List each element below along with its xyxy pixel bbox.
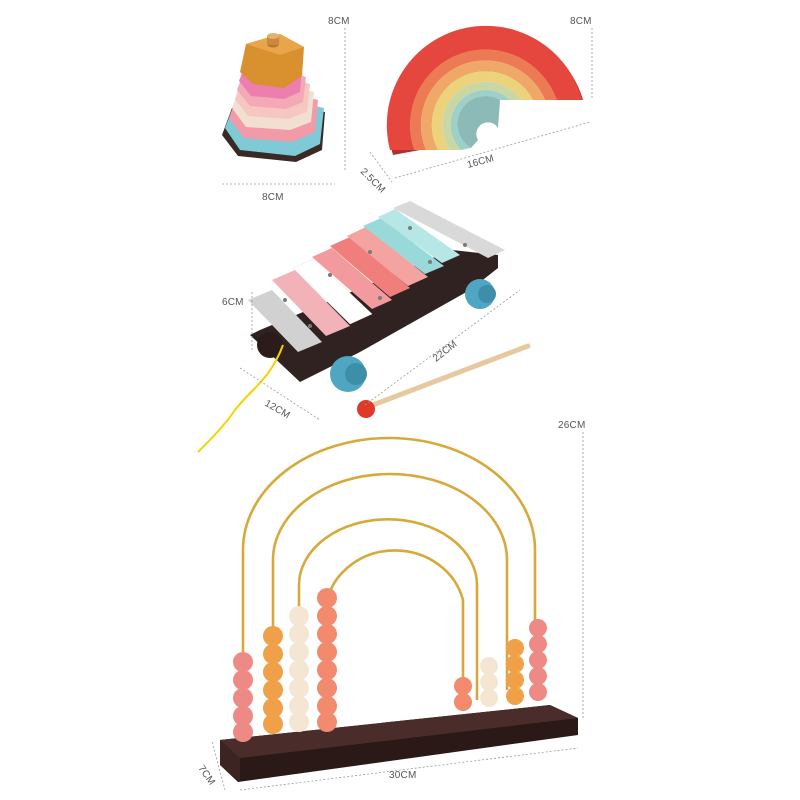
abacus-height-label: 26CM: [558, 420, 585, 431]
rainbow-height-label: 8CM: [570, 16, 592, 27]
abacus-rainbow: [220, 436, 578, 782]
xylophone-toy: [197, 201, 531, 453]
stacker-toy: [222, 33, 325, 162]
rainbow-depth-label: 2.5CM: [358, 166, 387, 195]
rainbow-width-label: 16CM: [466, 153, 495, 171]
xylophone-height-label: 6CM: [222, 297, 244, 308]
stacker-width-label: 8CM: [262, 192, 284, 203]
abacus-width-label: 30CM: [389, 770, 416, 781]
xylophone-width-label: 12CM: [263, 398, 292, 421]
stacker-height-label: 8CM: [328, 16, 350, 27]
xylophone-length-label: 22CM: [431, 339, 459, 365]
abacus-depth-label: 7CM: [196, 763, 217, 787]
rainbow-stacker: [386, 25, 583, 155]
